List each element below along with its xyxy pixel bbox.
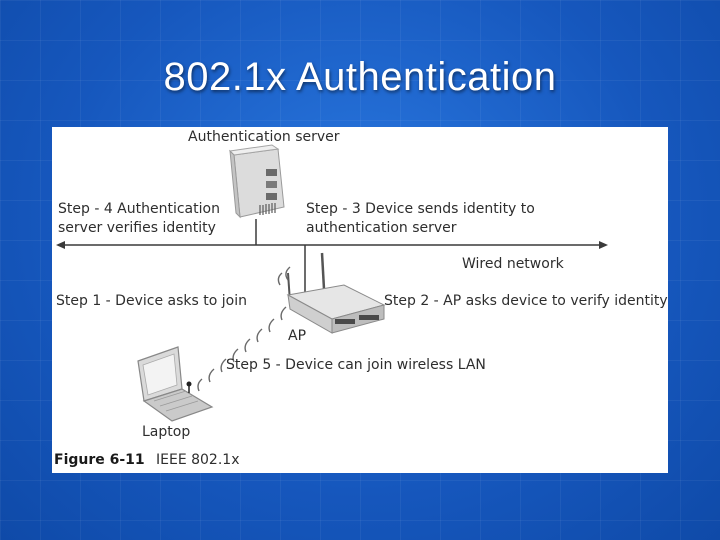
laptop-label: Laptop [142, 423, 190, 442]
slide-title: 802.1x Authentication [0, 55, 720, 100]
access-point-icon [288, 253, 384, 333]
diagram-figure: Authentication server Step - 4 Authentic… [52, 127, 668, 473]
step4-label-line1: Step - 4 Authentication [58, 200, 220, 219]
ap-label: AP [288, 327, 306, 346]
auth-server-label: Authentication server [188, 128, 340, 147]
figure-caption: IEEE 802.1x [156, 451, 239, 470]
step3-label-line1: Step - 3 Device sends identity to [306, 200, 535, 219]
step3-label-line2: authentication server [306, 219, 457, 238]
step5-label: Step 5 - Device can join wireless LAN [226, 356, 486, 375]
wired-network-label: Wired network [462, 255, 564, 274]
step4-label-line2: server verifies identity [58, 219, 216, 238]
server-icon [230, 145, 284, 217]
wired-network-line [56, 241, 608, 249]
step1-label: Step 1 - Device asks to join [56, 292, 247, 311]
laptop-icon [138, 347, 212, 421]
step2-label: Step 2 - AP asks device to verify identi… [384, 292, 668, 311]
figure-number: Figure 6-11 [54, 451, 145, 470]
